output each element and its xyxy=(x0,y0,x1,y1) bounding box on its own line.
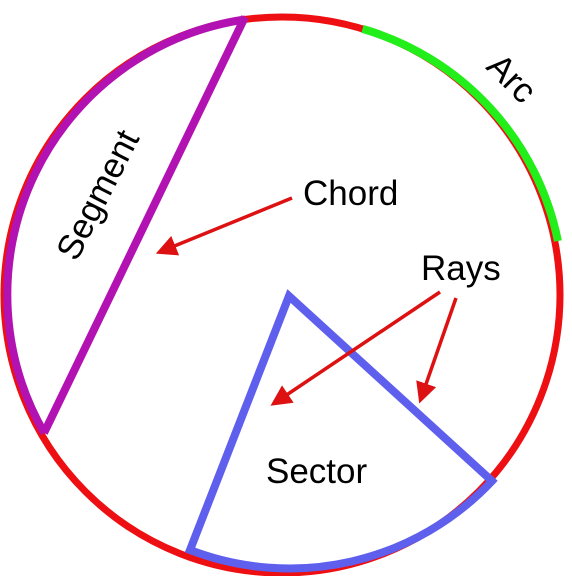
segment-arc xyxy=(3,15,246,436)
sector-shape xyxy=(184,289,498,573)
chord-arrow xyxy=(155,196,293,256)
chord-line xyxy=(40,15,249,435)
rays-label: Rays xyxy=(421,249,501,288)
ray-arrow-left xyxy=(270,290,441,406)
arc-highlight xyxy=(361,25,562,242)
chord-label: Chord xyxy=(303,174,398,213)
sector-label: Sector xyxy=(266,452,367,491)
ray-arrow-right xyxy=(416,297,458,404)
